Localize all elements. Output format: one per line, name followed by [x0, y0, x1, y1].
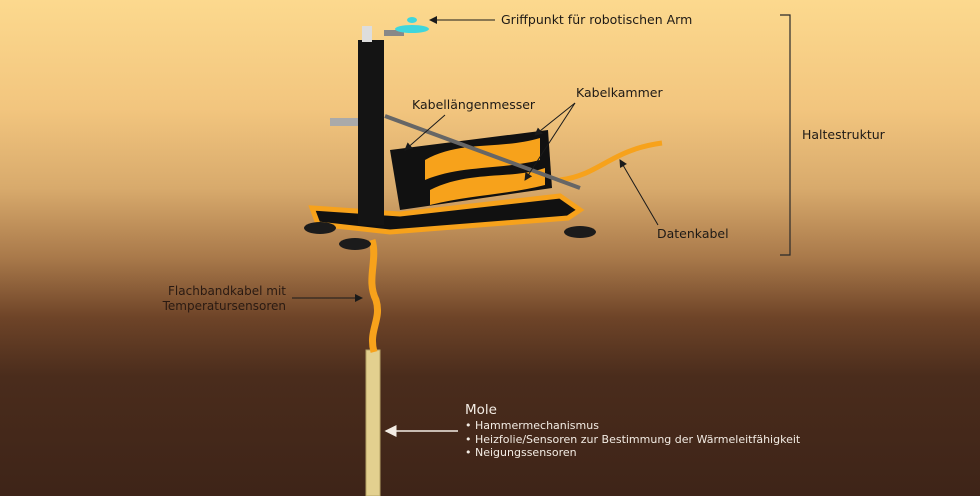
- label-flachbandkabel: Flachbandkabel mit Temperatursensoren: [120, 284, 286, 314]
- mole-feature: Neigungssensoren: [465, 446, 800, 460]
- flat-ribbon-cable: [368, 238, 381, 353]
- foot: [304, 222, 336, 234]
- label-griffpunkt: Griffpunkt für robotischen Arm: [501, 12, 693, 27]
- mole-feature-list: Hammermechanismus Heizfolie/Sensoren zur…: [465, 419, 800, 460]
- label-kabelkammer: Kabelkammer: [576, 85, 663, 100]
- grapple-point: [395, 25, 429, 33]
- haltestruktur-bracket: [780, 14, 791, 256]
- foot: [339, 238, 371, 250]
- label-flachband-line1: Flachbandkabel mit: [168, 284, 286, 298]
- data-cable: [559, 140, 663, 183]
- label-datenkabel: Datenkabel: [657, 226, 729, 241]
- mole-feature: Heizfolie/Sensoren zur Bestimmung der Wä…: [465, 433, 800, 447]
- mole-probe: [365, 349, 381, 496]
- foot: [564, 226, 596, 238]
- label-kabellaengenmesser: Kabellängenmesser: [412, 97, 536, 112]
- label-haltestruktur: Haltestruktur: [802, 127, 885, 142]
- label-flachband-line2: Temperatursensoren: [162, 299, 286, 313]
- mast: [358, 40, 384, 225]
- mole-title: Mole: [465, 402, 497, 418]
- mole-feature: Hammermechanismus: [465, 419, 800, 433]
